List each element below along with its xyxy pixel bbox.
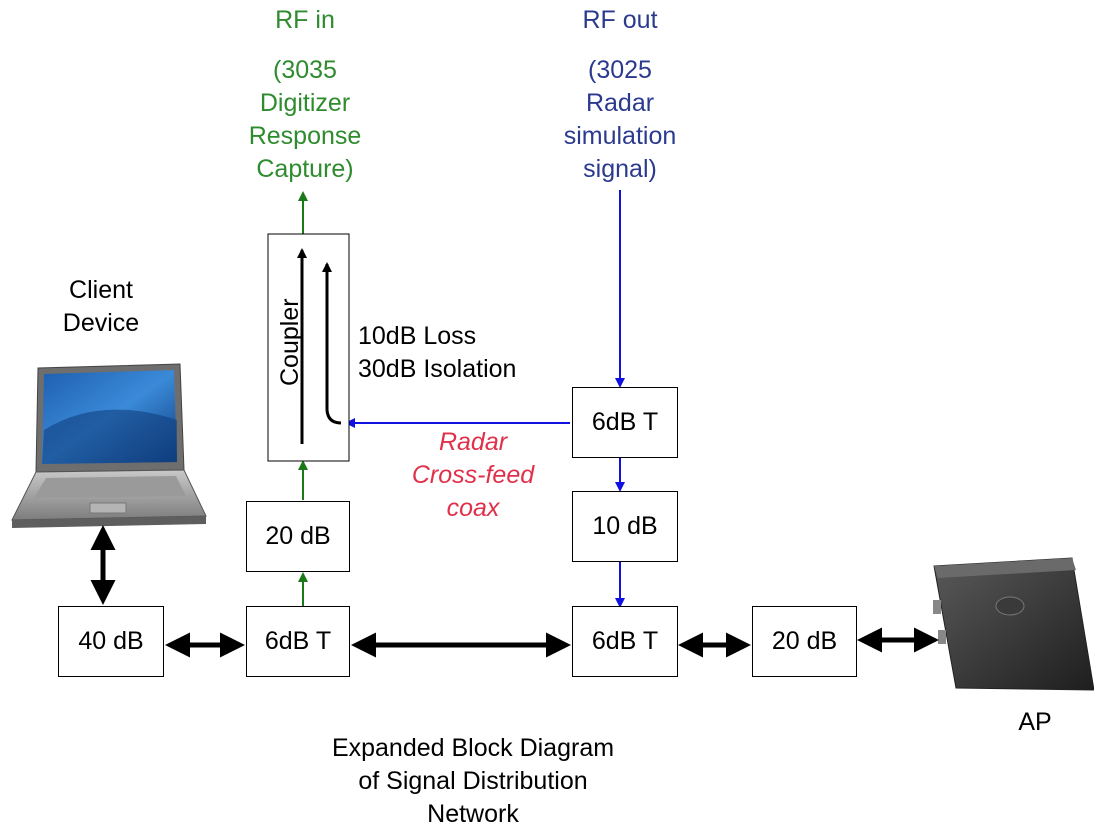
attenuator-40db: 40 dB: [58, 606, 164, 677]
rf-out-line: (3025: [588, 56, 652, 84]
caption-line: Network: [427, 800, 519, 828]
rf-out-line: simulation: [563, 122, 677, 150]
rf-in-line: Digitizer: [259, 89, 351, 117]
diagram-caption: Expanded Block Diagram of Signal Distrib…: [293, 732, 653, 831]
tee-left: 6dB T: [246, 606, 350, 677]
rf-out-description: (3025 Radar simulation signal): [540, 54, 700, 186]
crossfeed-line: Cross-feed: [411, 461, 535, 489]
transmit-path: [345, 190, 625, 608]
crossfeed-label: Radar Cross-feed coax: [393, 426, 553, 525]
tee-mid: 6dB T: [572, 606, 678, 677]
coupler-internal-lines: [297, 248, 342, 444]
attenuator-10db: 10 dB: [572, 491, 678, 562]
caption-line: of Signal Distribution: [358, 767, 588, 795]
rf-in-line: (3035: [273, 56, 337, 84]
rf-in-line: Capture): [256, 155, 354, 183]
access-point-icon: [933, 557, 1094, 691]
tee-top: 6dB T: [572, 387, 678, 458]
rf-out-label: RF out: [554, 4, 686, 37]
client-line: Client: [69, 276, 133, 304]
attenuator-20db-left: 20 dB: [246, 501, 350, 572]
rf-in-description: (3035 Digitizer Response Capture): [225, 54, 385, 186]
rf-in-line: Response: [248, 122, 362, 150]
coupler-spec-line: 30dB Isolation: [358, 355, 517, 383]
ap-label: AP: [1018, 708, 1052, 736]
crossfeed-line: coax: [446, 494, 500, 522]
client-device-label: Client Device: [40, 274, 162, 340]
bus-links: [90, 525, 939, 658]
rf-in-title: RF in: [275, 6, 335, 34]
coupler-label: Coupler: [276, 298, 304, 386]
laptop-icon: [11, 363, 207, 528]
rf-out-title: RF out: [582, 6, 658, 34]
rf-out-line: signal): [583, 155, 657, 183]
rf-in-label: RF in: [240, 4, 370, 37]
coupler-spec: 10dB Loss 30dB Isolation: [358, 320, 516, 386]
coupler-spec-line: 10dB Loss: [358, 322, 477, 350]
client-line: Device: [62, 309, 140, 337]
rf-out-line: Radar: [585, 89, 655, 117]
caption-line: Expanded Block Diagram: [331, 734, 615, 762]
attenuator-20db-right: 20 dB: [752, 606, 857, 677]
crossfeed-line: Radar: [438, 428, 508, 456]
